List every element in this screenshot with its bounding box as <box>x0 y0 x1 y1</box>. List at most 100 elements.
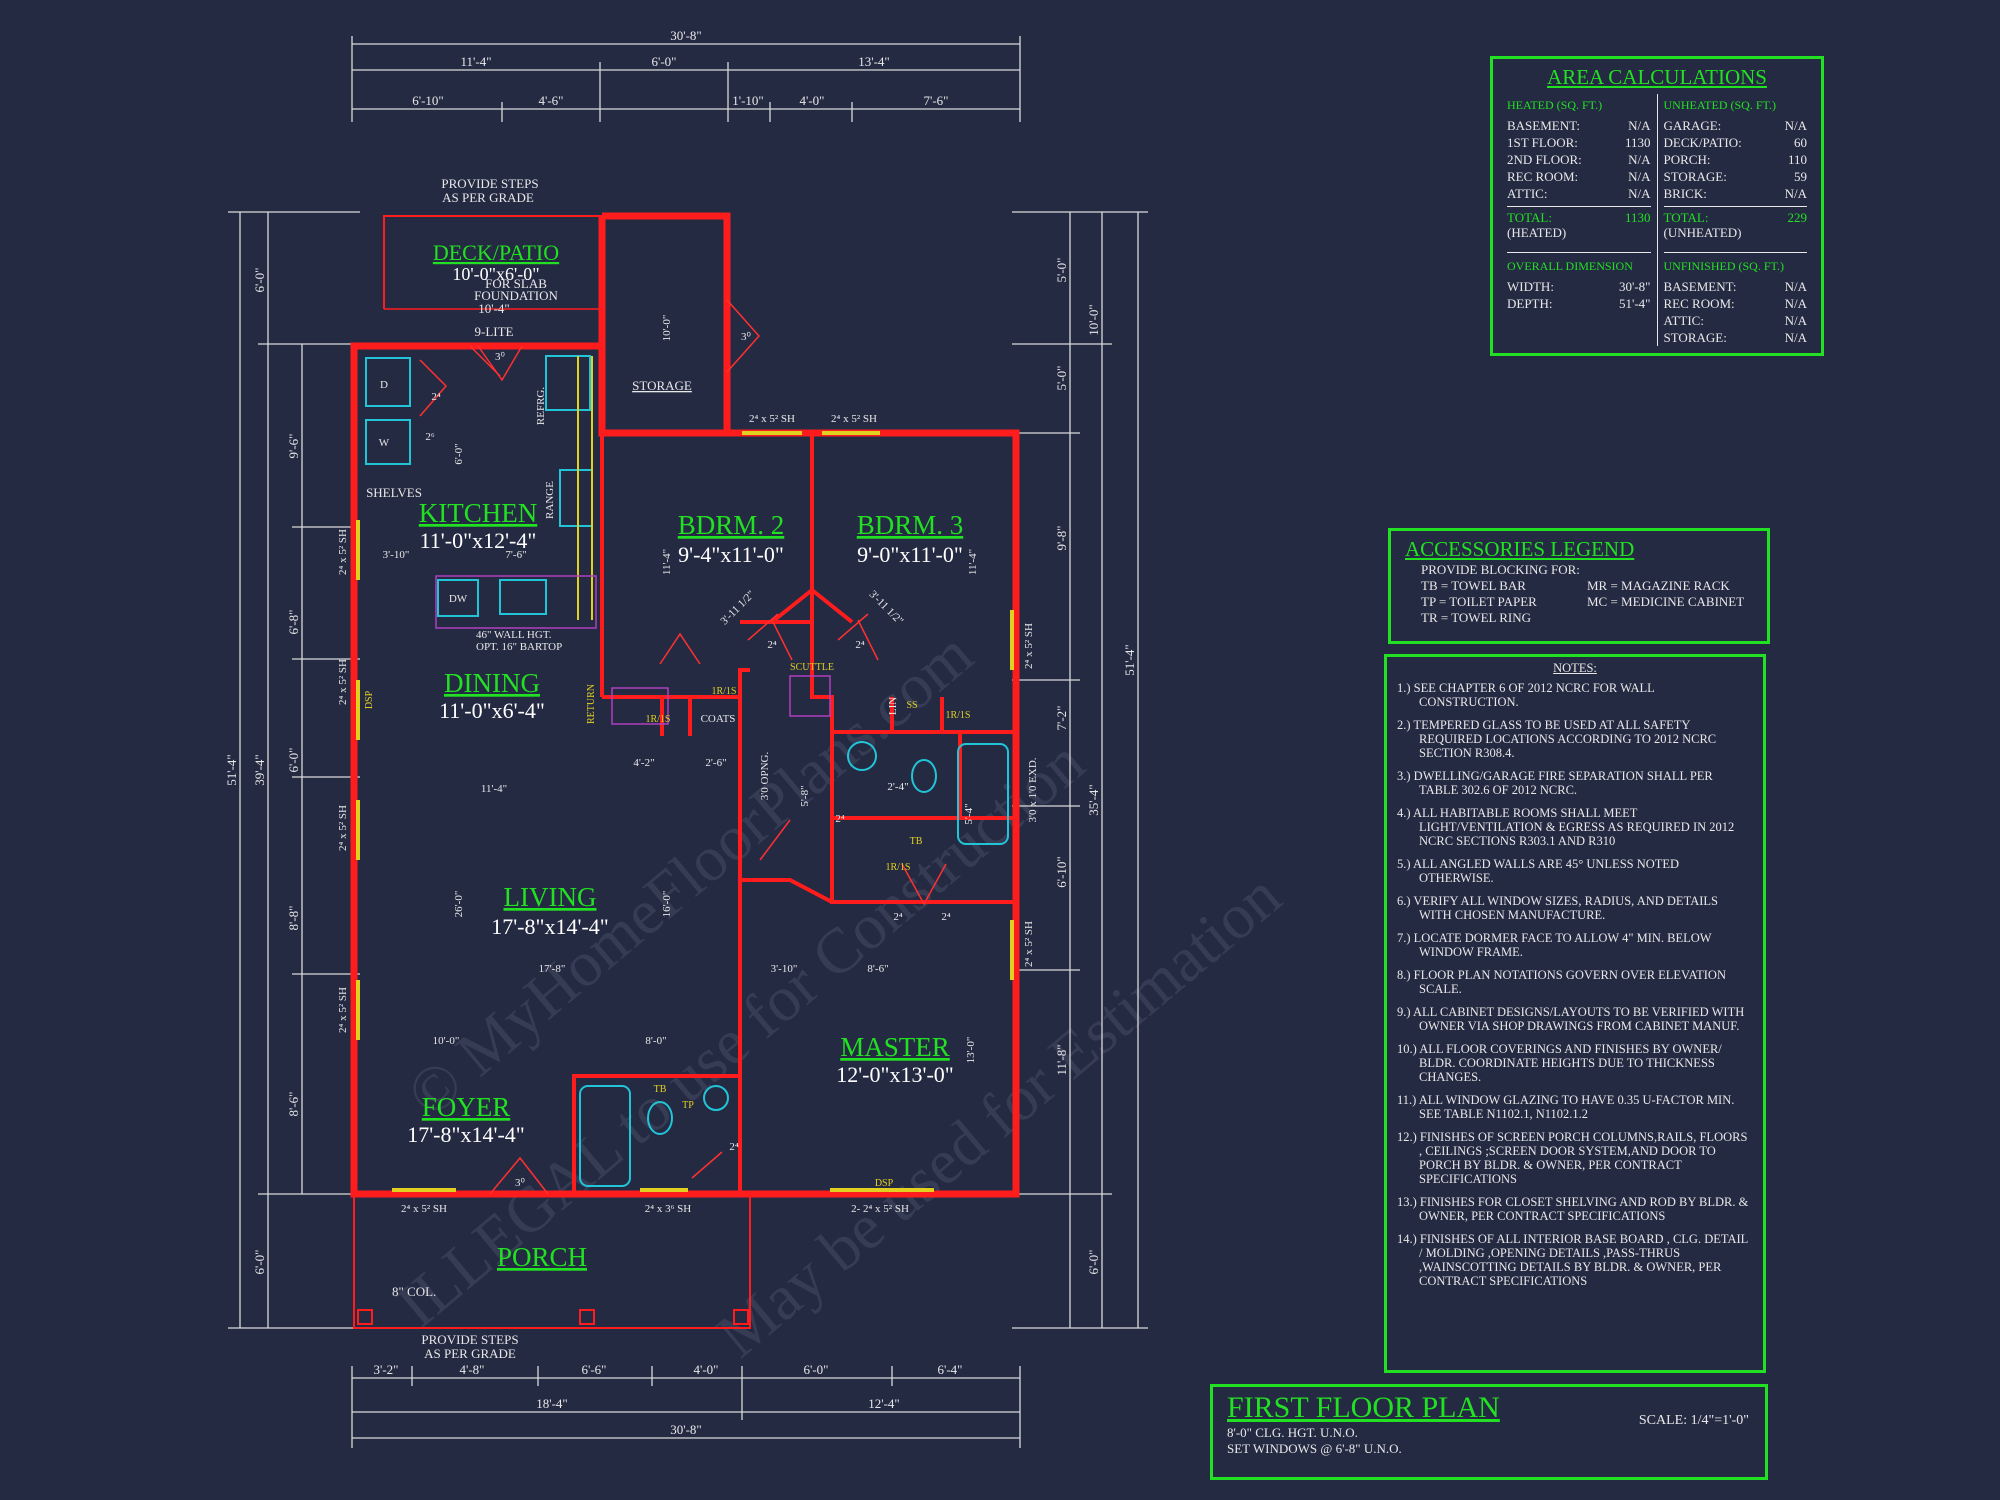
toilet-icon <box>647 1101 673 1135</box>
dim-right-f: 6'-10" <box>1054 856 1069 887</box>
heated-row: 2ND FLOOR:N/A <box>1507 151 1651 168</box>
unheated-value: N/A <box>1784 186 1807 201</box>
heated-row: ATTIC:N/A <box>1507 185 1651 202</box>
accessories-title: ACCESSORIES LEGEND <box>1405 537 1635 561</box>
unheated-label: PORCH: <box>1663 152 1711 167</box>
coats-label: COATS <box>701 713 736 725</box>
unfinished-label: STORAGE: <box>1663 330 1727 345</box>
dryer-label: D <box>380 379 388 391</box>
overall-value: 51'-4" <box>1619 296 1651 311</box>
dim-right-d: 9'-8" <box>1054 526 1069 551</box>
steps-bot-1: PROVIDE STEPS <box>421 1332 518 1347</box>
note-item: 10.) ALL FLOOR COVERINGS AND FINISHES BY… <box>1397 1042 1722 1084</box>
hall-sink-icon <box>703 1085 729 1111</box>
note-item: 14.) FINISHES OF ALL INTERIOR BASE BOARD… <box>1397 1232 1748 1288</box>
shelves-label: SHELVES <box>366 485 422 500</box>
room-dining-size: 11'-0"x6'-4" <box>439 698 545 723</box>
window-label-1: 2⁴ x 5² SH <box>749 413 795 425</box>
heated-value: N/A <box>1628 152 1651 167</box>
room-kitchen-size: 11'-0"x12'-4" <box>420 528 537 553</box>
dim-top-f: 1'-10" <box>732 93 763 108</box>
dim-6-0-kitchen: 6'-0" <box>453 443 465 464</box>
note-item: 9.) ALL CABINET DESIGNS/LAYOUTS TO BE VE… <box>1397 1005 1745 1033</box>
slab-note-1: FOR SLAB <box>485 276 547 291</box>
accessory-item: TB = TOWEL BAR <box>1421 578 1526 593</box>
accessory-item <box>1587 610 1753 626</box>
dim-2-6: 2'-6" <box>705 757 726 769</box>
window-label-8: 2⁴ x 5² SH <box>1023 921 1035 967</box>
steps-top-1: PROVIDE STEPS <box>441 176 538 191</box>
dimensions-top: 30'-8" 11'-4" 6'-0" 13'-4" 6'-10" 4'-6" … <box>351 28 1021 122</box>
plan-scale: SCALE: 1/4"=1'-0" <box>1638 1413 1749 1428</box>
heated-label: BASEMENT: <box>1507 118 1581 133</box>
rod-shelf-label-2: 1R/1S <box>711 686 736 697</box>
range-label: RANGE <box>544 481 556 519</box>
kitchen-sink-icon <box>499 579 547 615</box>
accessories-intro: PROVIDE BLOCKING FOR: <box>1421 562 1580 577</box>
deck-outline <box>383 215 602 310</box>
note-item: 13.) FINISHES FOR CLOSET SHELVING AND RO… <box>1397 1195 1749 1223</box>
dim-bot-g: 18'-4" <box>536 1396 567 1411</box>
dim-left-c: 6'-8" <box>286 610 301 635</box>
interior-walls <box>572 433 1016 1194</box>
overall-row: DEPTH: 51'-4" <box>1507 295 1651 312</box>
window-label-10: 2⁴ x 3⁶ SH <box>645 1203 692 1215</box>
dim-top-c: 13'-4" <box>858 54 889 69</box>
heated-value: N/A <box>1628 186 1651 201</box>
door-size-10: 2⁴ <box>893 911 903 923</box>
notes-panel: NOTES: 1.) SEE CHAPTER 6 OF 2012 NCRC FO… <box>1384 654 1766 1373</box>
room-master-size: 12'-0"x13'-0" <box>836 1062 954 1087</box>
door-size-8: 2⁴ <box>855 639 865 651</box>
unheated-note: (UNHEATED) <box>1663 225 1742 240</box>
unfinished-row: REC ROOM: N/A <box>1664 295 1808 312</box>
dim-bot-e: 6'-0" <box>804 1362 829 1377</box>
window-label-3: 2⁴ x 5² SH <box>337 529 349 575</box>
overall-heading: OVERALL DIMENSION <box>1507 252 1651 274</box>
unheated-row: STORAGE:59 <box>1664 168 1808 185</box>
unheated-value: 60 <box>1794 135 1807 150</box>
overall-label: DEPTH: <box>1507 296 1553 311</box>
dim-top-a: 11'-4" <box>461 54 492 69</box>
dim-right-g: 11'-8" <box>1054 1045 1069 1076</box>
unheated-value: N/A <box>1784 118 1807 133</box>
unheated-value: 59 <box>1794 169 1807 184</box>
dim-right-e: 7'-2" <box>1054 706 1069 731</box>
ceiling-height-note: 8'-0" CLG. HGT. U.N.O. <box>1227 1425 1358 1440</box>
room-deck-size: 10'-0"x6'-0" <box>452 264 539 284</box>
unheated-label: GARAGE: <box>1663 118 1722 133</box>
unheated-row: GARAGE: N/A <box>1664 117 1808 134</box>
column-middle <box>579 1309 595 1325</box>
accessories-legend-panel: ACCESSORIES LEGEND PROVIDE BLOCKING FOR:… <box>1388 528 1770 644</box>
room-foyer-size: 17'-8"x14'-4" <box>407 1122 525 1147</box>
unheated-total-value: 229 <box>1787 210 1808 225</box>
room-kitchen-name: KITCHEN <box>419 498 537 528</box>
unheated-value: 110 <box>1787 152 1807 167</box>
heated-row: BASEMENT:N/A <box>1507 117 1651 134</box>
room-bdrm3-size: 9'-0"x11'-0" <box>857 542 963 567</box>
dim-left-a: 6'-0" <box>252 268 267 293</box>
area-calculations-panel: AREA CALCULATIONS HEATED (SQ. FT.) BASEM… <box>1490 56 1824 356</box>
dim-8-0: 8'-0" <box>645 1035 666 1047</box>
fixtures <box>365 355 1009 1187</box>
unheated-total-label: TOTAL: <box>1663 210 1709 225</box>
note-item: 8.) FLOOR PLAN NOTATIONS GOVERN OVER ELE… <box>1397 968 1726 996</box>
dim-top-h: 7'-6" <box>924 93 949 108</box>
porch-outline <box>353 1194 751 1329</box>
unfinished-value: N/A <box>1784 296 1807 311</box>
unheated-row: BRICK:N/A <box>1664 185 1808 202</box>
rod-shelf-label-4: 1R/1S <box>885 862 910 873</box>
unheated-heading: UNHEATED (SQ. FT.) <box>1663 98 1776 112</box>
dim-right-h: 35'-4" <box>1086 784 1101 815</box>
window-label-5: 2⁴ x 5² SH <box>337 805 349 851</box>
unheated-label: DECK/PATIO: <box>1663 135 1742 150</box>
dim-right-a: 5'-0" <box>1054 258 1069 283</box>
room-foyer-name: FOYER <box>422 1092 511 1122</box>
unfinished-label: REC ROOM: <box>1663 296 1735 311</box>
dimensions-right: 5'-0" 5'-0" 10'-0" 9'-8" 7'-2" 6'-10" 11… <box>1012 211 1148 1329</box>
dim-left-f: 8'-6" <box>286 1092 301 1117</box>
dim-top-overall: 30'-8" <box>670 28 701 43</box>
column-right <box>733 1309 749 1325</box>
dim-11-4-bdrm2: 11'-4" <box>661 549 673 575</box>
